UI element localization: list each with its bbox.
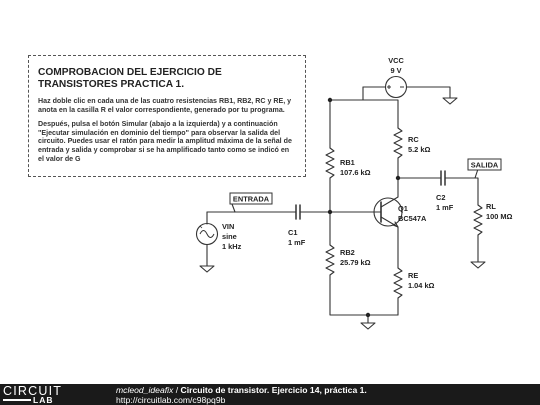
entrada-flag[interactable] bbox=[229, 192, 273, 205]
q1-label: Q1 bbox=[398, 204, 408, 213]
node-dot bbox=[395, 175, 401, 181]
vin-type: sine bbox=[222, 232, 237, 241]
note-paragraph-2: Después, pulsa el botón Simular (abajo a… bbox=[38, 120, 292, 163]
vcc-source bbox=[384, 75, 408, 99]
wire-top-left bbox=[329, 86, 364, 101]
rb1-label: RB1 bbox=[340, 158, 355, 167]
rl-label: RL bbox=[486, 202, 496, 211]
note-paragraph-1: Haz doble clic en cada una de las cuatro… bbox=[38, 97, 292, 114]
ground-vin bbox=[199, 265, 215, 273]
c2-value: 1 mF bbox=[436, 203, 454, 212]
vin-label: VIN bbox=[222, 222, 234, 231]
q1-value: BC547A bbox=[398, 214, 427, 223]
salida-flag[interactable] bbox=[467, 158, 502, 171]
ground-rl bbox=[470, 261, 486, 269]
circuit-url[interactable]: http://circuitlab.com/c98pq9b bbox=[116, 395, 226, 405]
instructions-note: COMPROBACION DEL EJERCICIO DE TRANSISTOR… bbox=[28, 55, 306, 177]
resistor-rb1 bbox=[325, 147, 335, 179]
logo-top: CIRCUIT bbox=[3, 384, 63, 398]
resistor-re bbox=[393, 267, 403, 299]
note-title: COMPROBACION DEL EJERCICIO DE TRANSISTOR… bbox=[38, 67, 222, 90]
rc-value: 5.2 kΩ bbox=[408, 145, 430, 154]
wire-c2-rl bbox=[444, 177, 479, 206]
c1-value: 1 mF bbox=[288, 238, 306, 247]
author-link[interactable]: mcleod_ideafix bbox=[116, 385, 174, 395]
q1-collector-leg bbox=[380, 196, 399, 208]
ground-main bbox=[360, 322, 376, 330]
rl-value: 100 MΩ bbox=[486, 212, 513, 221]
salida-label: SALIDA bbox=[471, 161, 499, 170]
vcc-label: VCC bbox=[388, 56, 404, 65]
wire-top-rc bbox=[329, 99, 399, 129]
capacitor-c2 bbox=[440, 170, 446, 186]
footer-bar: CIRCUIT LAB mcleod_ideafix / Circuito de… bbox=[0, 384, 540, 405]
node-dot bbox=[327, 209, 333, 215]
wire-vcc-ground bbox=[406, 86, 451, 99]
resistor-rl bbox=[473, 204, 483, 236]
probe-entrada-line bbox=[231, 203, 236, 213]
resistor-rc bbox=[393, 127, 403, 159]
c1-label: C1 bbox=[288, 228, 297, 237]
logo-bottom: LAB bbox=[33, 395, 54, 405]
title-separator: / bbox=[173, 385, 181, 395]
rc-label: RC bbox=[408, 135, 419, 144]
rb2-label: RB2 bbox=[340, 248, 355, 257]
capacitor-c1 bbox=[295, 204, 301, 220]
rb1-value: 107.6 kΩ bbox=[340, 168, 371, 177]
ground-vcc bbox=[442, 97, 458, 105]
entrada-label: ENTRADA bbox=[233, 195, 270, 204]
vcc-value: 9 V bbox=[390, 66, 401, 75]
vin-arrow-icon bbox=[199, 225, 203, 229]
circuit-title: Circuito de transistor. Ejercicio 14, pr… bbox=[180, 385, 367, 395]
resistor-rb2 bbox=[325, 244, 335, 276]
sine-wave-icon bbox=[199, 230, 215, 238]
vin-freq: 1 kHz bbox=[222, 242, 242, 251]
circuitlab-logo[interactable]: CIRCUIT LAB bbox=[3, 384, 93, 405]
re-value: 1.04 kΩ bbox=[408, 281, 435, 290]
circuit-diagram: VCC 9 V RC 5.2 kΩ RB1 107.6 kΩ RB2 25.79… bbox=[195, 56, 513, 330]
vcc-polarity-icon bbox=[387, 85, 404, 89]
re-label: RE bbox=[408, 271, 418, 280]
c2-label: C2 bbox=[436, 193, 445, 202]
logo-line bbox=[3, 399, 31, 401]
node-dot bbox=[327, 97, 333, 103]
wire-rb2-bottom bbox=[329, 274, 399, 316]
footer-title-line: mcleod_ideafix / Circuito de transistor.… bbox=[116, 385, 367, 395]
rb2-value: 25.79 kΩ bbox=[340, 258, 371, 267]
node-dot bbox=[365, 312, 371, 318]
